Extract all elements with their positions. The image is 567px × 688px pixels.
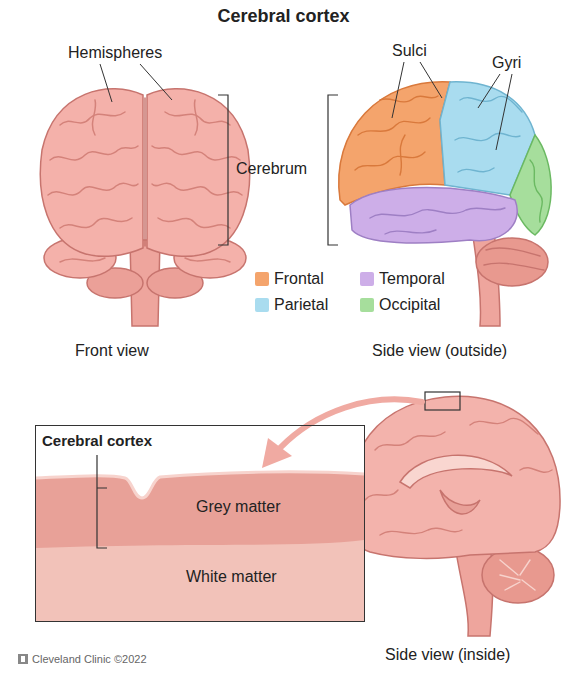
logo-mark xyxy=(18,654,28,664)
leader-lines xyxy=(100,64,172,102)
temporal-lobe xyxy=(350,188,517,243)
part-label: Gyri xyxy=(492,54,521,72)
left-hemisphere xyxy=(40,89,143,257)
part-label: Hemispheres xyxy=(68,44,162,62)
leader-lines xyxy=(392,62,512,150)
cerebellum xyxy=(476,238,548,286)
part-label: Sulci xyxy=(392,42,427,60)
legend-label: Parietal xyxy=(274,296,328,314)
part-label: Cerebrum xyxy=(236,160,307,178)
inset-box: Cerebral cortexGrey matterWhite matter xyxy=(35,425,365,622)
zoom-arrow xyxy=(262,399,422,468)
legend-swatch xyxy=(255,272,269,286)
legend-swatch xyxy=(360,272,374,286)
side-brain xyxy=(339,82,551,326)
part-label: Front view xyxy=(75,342,149,360)
sagittal-gyri xyxy=(365,418,552,590)
legend-label: Occipital xyxy=(379,296,440,314)
selection-box xyxy=(425,392,460,410)
tissue-label: White matter xyxy=(186,568,277,586)
inset-heading: Cerebral cortex xyxy=(42,432,152,449)
bracket xyxy=(218,95,338,245)
part-label: Side view (outside) xyxy=(372,342,507,360)
tissue-label: Grey matter xyxy=(196,498,280,516)
front-gyri xyxy=(48,98,242,262)
inset-illustration xyxy=(35,425,365,622)
frontal-lobe xyxy=(339,82,450,205)
right-hemisphere xyxy=(147,89,250,257)
legend-swatch xyxy=(255,298,269,312)
front-brain xyxy=(40,89,249,326)
legend-label: Temporal xyxy=(379,270,445,288)
part-label: Side view (inside) xyxy=(385,646,510,664)
sagittal-brain xyxy=(348,396,560,636)
part-label: Cleveland Clinic ©2022 xyxy=(32,653,147,666)
title: Cerebral cortex xyxy=(0,6,567,27)
legend-swatch xyxy=(360,298,374,312)
side-gyri xyxy=(355,96,544,270)
legend-label: Frontal xyxy=(274,270,324,288)
